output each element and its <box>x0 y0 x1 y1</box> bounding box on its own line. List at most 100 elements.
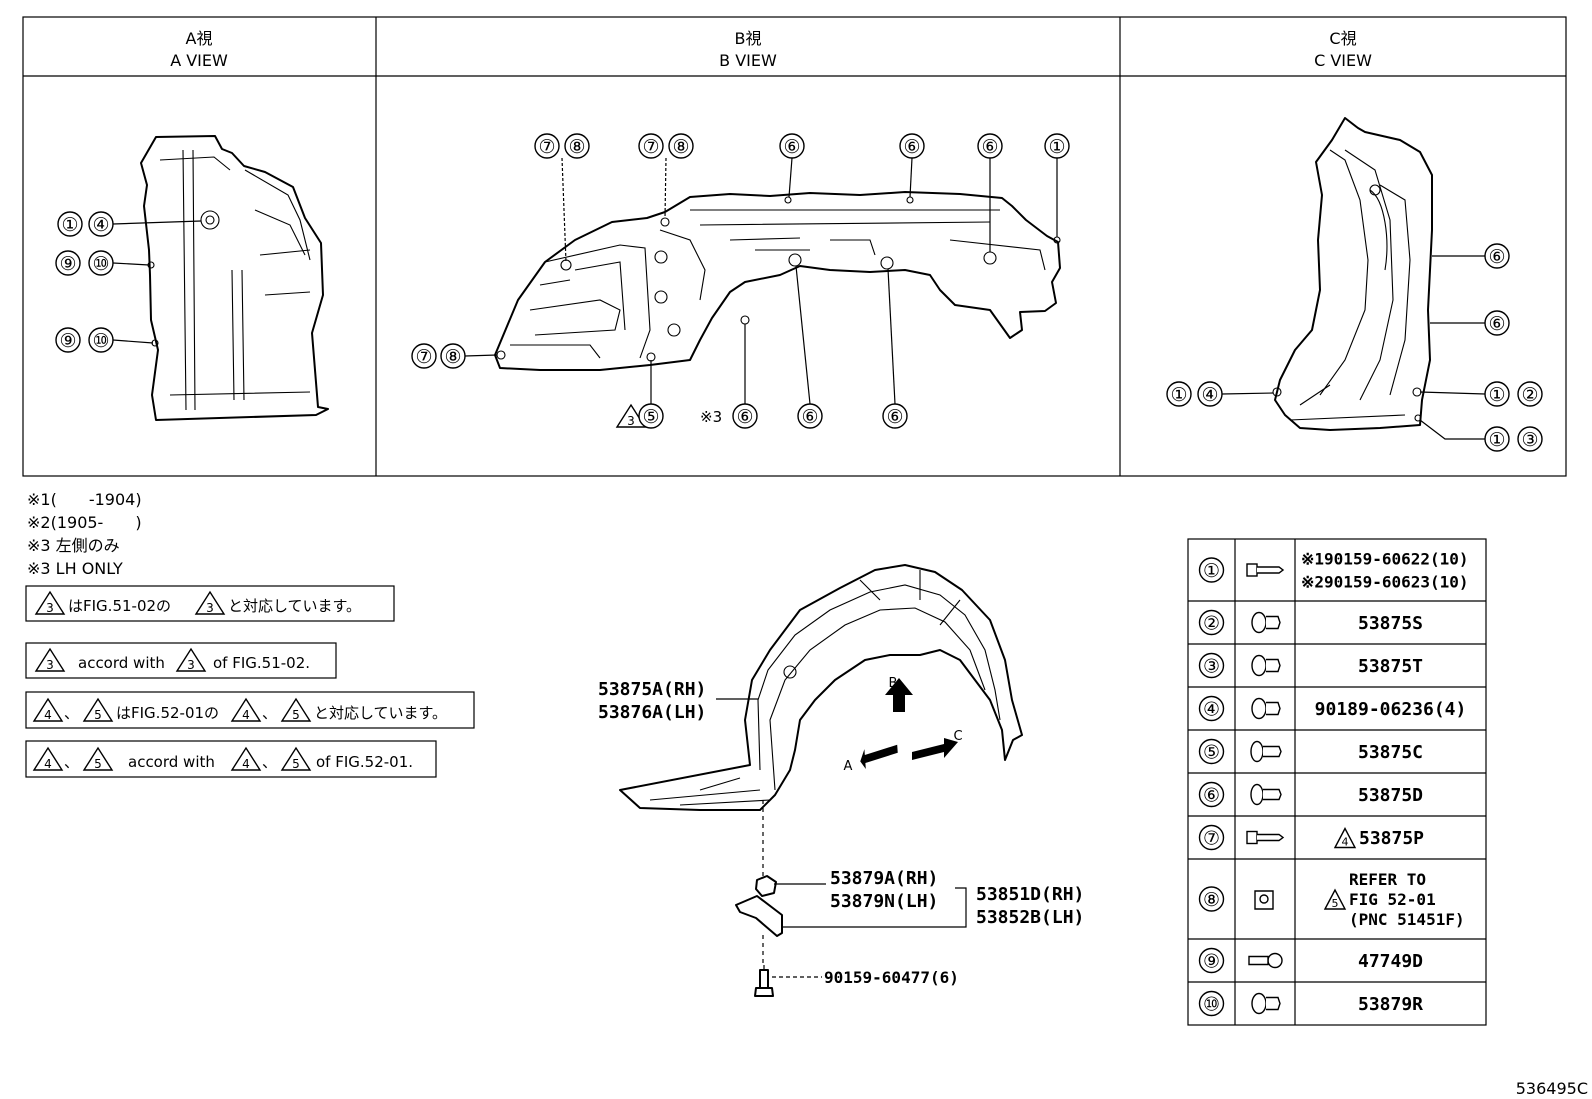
part-number-text: FIG 52-01 <box>1349 890 1436 909</box>
note-2: ※2(1905- ) <box>27 513 142 532</box>
screw-label: 90159-60477(6) <box>824 968 959 987</box>
note-box-1: 3 はFIG.51-02の 3 と対応しています。 <box>25 585 395 622</box>
svg-text:B: B <box>889 676 898 691</box>
note-3-en: ※3 LH ONLY <box>27 559 123 578</box>
part-number-text: 53875S <box>1358 613 1423 634</box>
c-callout-6-a: ⑥ <box>1432 243 1510 269</box>
svg-text:③: ③ <box>1521 429 1538 451</box>
part-number-text: ※290159-60623(10) <box>1301 572 1469 591</box>
svg-text:①: ① <box>1488 384 1505 406</box>
svg-text:、: 、 <box>262 704 277 722</box>
svg-text:5: 5 <box>94 757 102 771</box>
clip-icon <box>1251 992 1281 1015</box>
parts-table-row: ⑦ 4 53875P <box>1188 815 1486 851</box>
a-callout-9-10-bottom: ⑨ ⑩ <box>55 327 154 353</box>
b-callout-6-b: ⑥ <box>899 133 925 198</box>
svg-text:⑩: ⑩ <box>92 253 109 275</box>
b-callout-1: ① <box>1044 133 1070 237</box>
nut-clip-icon <box>1254 890 1274 910</box>
part-number-text: 90189-06236(4) <box>1315 699 1467 720</box>
figure-code: 536495C <box>1516 1079 1588 1098</box>
part-number-text: ※190159-60622(10) <box>1301 549 1469 568</box>
b-callout-tri3-5: 3 ⑤ <box>615 360 664 429</box>
note-1: ※1( -1904) <box>27 490 142 509</box>
part-number: ⑤ <box>1203 742 1220 764</box>
svg-text:⑤: ⑤ <box>642 406 659 428</box>
svg-text:accord with: accord with <box>128 753 215 771</box>
part-number-text: 53879R <box>1358 994 1423 1015</box>
push-clip-icon <box>1250 783 1282 806</box>
parts-table-row: ② 53875S <box>1188 600 1486 636</box>
svg-text:3: 3 <box>627 414 635 428</box>
note-box-3: 4 、 5 はFIG.52-01の 4 、 5 と対応しています。 <box>25 691 475 729</box>
part-number: ② <box>1203 613 1220 635</box>
svg-text:と対応しています。: と対応しています。 <box>228 597 361 615</box>
svg-text:※3: ※3 <box>700 408 722 426</box>
svg-text:②: ② <box>1521 384 1538 406</box>
svg-text:と対応しています。: と対応しています。 <box>314 704 447 722</box>
screw-icon <box>1246 563 1285 577</box>
clip-rh-label: 53879A(RH) <box>830 868 938 889</box>
svg-text:①: ① <box>61 214 78 236</box>
c-callout-1-4: ① ④ <box>1166 381 1274 407</box>
svg-text:4: 4 <box>44 708 52 722</box>
svg-text:⑧: ⑧ <box>444 346 461 368</box>
svg-text:C: C <box>953 729 962 744</box>
part-number-text: 53875P <box>1359 828 1424 849</box>
push-clip-icon <box>1250 740 1282 763</box>
a-callout-1-4: ① ④ <box>57 211 202 237</box>
svg-text:5: 5 <box>94 708 102 722</box>
clip-icon <box>1251 654 1281 677</box>
b-callout-lh-6: ※3 ⑥ <box>700 324 758 429</box>
svg-text:⑥: ⑥ <box>886 406 903 428</box>
bolt-icon <box>1248 952 1283 969</box>
b-view-drawing <box>494 191 1061 371</box>
svg-text:accord with: accord with <box>78 654 165 672</box>
part-number: ④ <box>1203 699 1220 721</box>
part-number: ① <box>1203 560 1220 582</box>
part-number: ③ <box>1203 656 1220 678</box>
note-box-2: 3 accord with 3 of FIG.51-02. <box>25 642 337 679</box>
c-callout-6-b: ⑥ <box>1430 310 1510 336</box>
svg-text:⑥: ⑥ <box>736 406 753 428</box>
bracket-assembly <box>735 800 783 997</box>
liner-rh-label: 53875A(RH) <box>598 679 706 700</box>
part-number: ⑥ <box>1203 785 1220 807</box>
svg-text:⑦: ⑦ <box>415 346 432 368</box>
svg-text:3: 3 <box>46 658 54 672</box>
part-number-text: 53875T <box>1358 656 1423 677</box>
part-number: ⑧ <box>1203 889 1220 911</box>
c-view-drawing <box>1272 117 1433 431</box>
a-callout-9-10-top: ⑨ ⑩ <box>55 250 150 276</box>
b-callout-6-a: ⑥ <box>779 133 805 198</box>
svg-text:5: 5 <box>1332 897 1339 910</box>
part-number: ⑨ <box>1203 951 1220 973</box>
bracket-rh-label: 53851D(RH) <box>976 884 1084 905</box>
parts-table: ① ※190159-60622(10) ※290159-60623(10) ② 5387… <box>1187 538 1487 1026</box>
parts-table-row: ① ※190159-60622(10) ※290159-60623(10) <box>1198 549 1469 591</box>
svg-text:5: 5 <box>292 708 300 722</box>
svg-text:はFIG.51-02の: はFIG.51-02の <box>68 597 171 615</box>
svg-text:4: 4 <box>1342 836 1349 849</box>
svg-text:⑧: ⑧ <box>672 136 689 158</box>
svg-text:①: ① <box>1488 429 1505 451</box>
direction-arrows: B A C <box>844 676 963 774</box>
b-view-title-jp: B視 <box>735 29 762 48</box>
svg-text:、: 、 <box>262 753 277 771</box>
svg-text:⑨: ⑨ <box>59 253 76 275</box>
svg-text:④: ④ <box>92 214 109 236</box>
b-callout-7-8-left: ⑦ ⑧ <box>411 343 498 369</box>
svg-text:⑥: ⑥ <box>1488 246 1505 268</box>
clip-icon <box>1251 611 1281 634</box>
svg-text:はFIG.52-01の: はFIG.52-01の <box>116 704 219 722</box>
svg-text:⑥: ⑥ <box>903 136 920 158</box>
part-number-text: (PNC 51451F) <box>1349 910 1465 929</box>
clip-icon <box>1251 697 1281 720</box>
part-number: ⑦ <box>1203 828 1220 850</box>
svg-text:A: A <box>844 759 853 774</box>
svg-text:⑥: ⑥ <box>783 136 800 158</box>
part-number-text: REFER TO <box>1349 870 1426 889</box>
c-callout-1-3: ① ③ <box>1419 419 1543 452</box>
